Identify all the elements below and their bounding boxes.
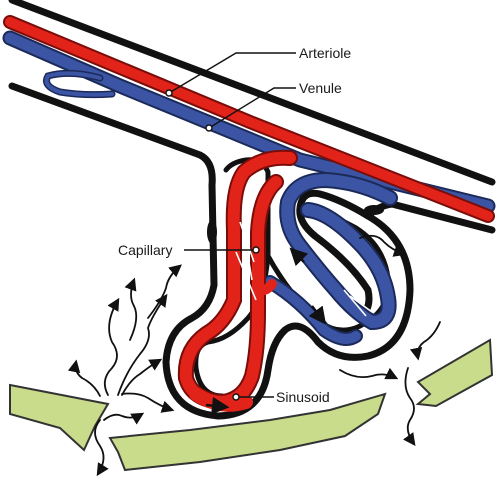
tissue-bottom [108,392,387,472]
arrow-icon [339,367,399,380]
arrow-icon [103,412,145,425]
arrow-icon [94,419,109,477]
arrow-icon [147,264,182,319]
venule-label: Venule [299,80,342,96]
flow-arrows [205,247,327,415]
capillary-crossing [253,279,277,296]
arrow-icon [67,359,101,397]
arrow-icon [289,247,309,267]
arrow-icon [403,367,416,447]
arrow-icon [359,234,407,257]
capillary-strands [235,221,373,317]
arrow-icon [205,396,230,415]
arrow-icon [409,321,441,361]
wall-lower-left [8,82,414,420]
arrow-icon [121,358,163,396]
migration-arrows [67,234,441,477]
nucleus-left [207,220,217,244]
arteriole-vessel [3,15,495,412]
arteriole-label: Arteriole [299,45,352,61]
arrow-icon [308,305,327,325]
arrow-icon [124,277,138,341]
arrow-icon [121,392,175,413]
venule-leader [208,87,296,129]
nucleus-right [364,205,384,215]
tissue-right [415,338,494,408]
arteriole-leader [168,52,296,94]
capillary-label: Capillary [118,242,173,258]
sinusoid-label: Sinusoid [276,389,330,405]
wall-upper [8,0,496,186]
tissue-fragments [9,338,494,472]
tissue-left [9,383,110,452]
arrow-icon [103,297,120,396]
wall-inner-loop [193,157,271,399]
leader-lines [165,52,296,401]
arrow-icon [117,293,168,396]
